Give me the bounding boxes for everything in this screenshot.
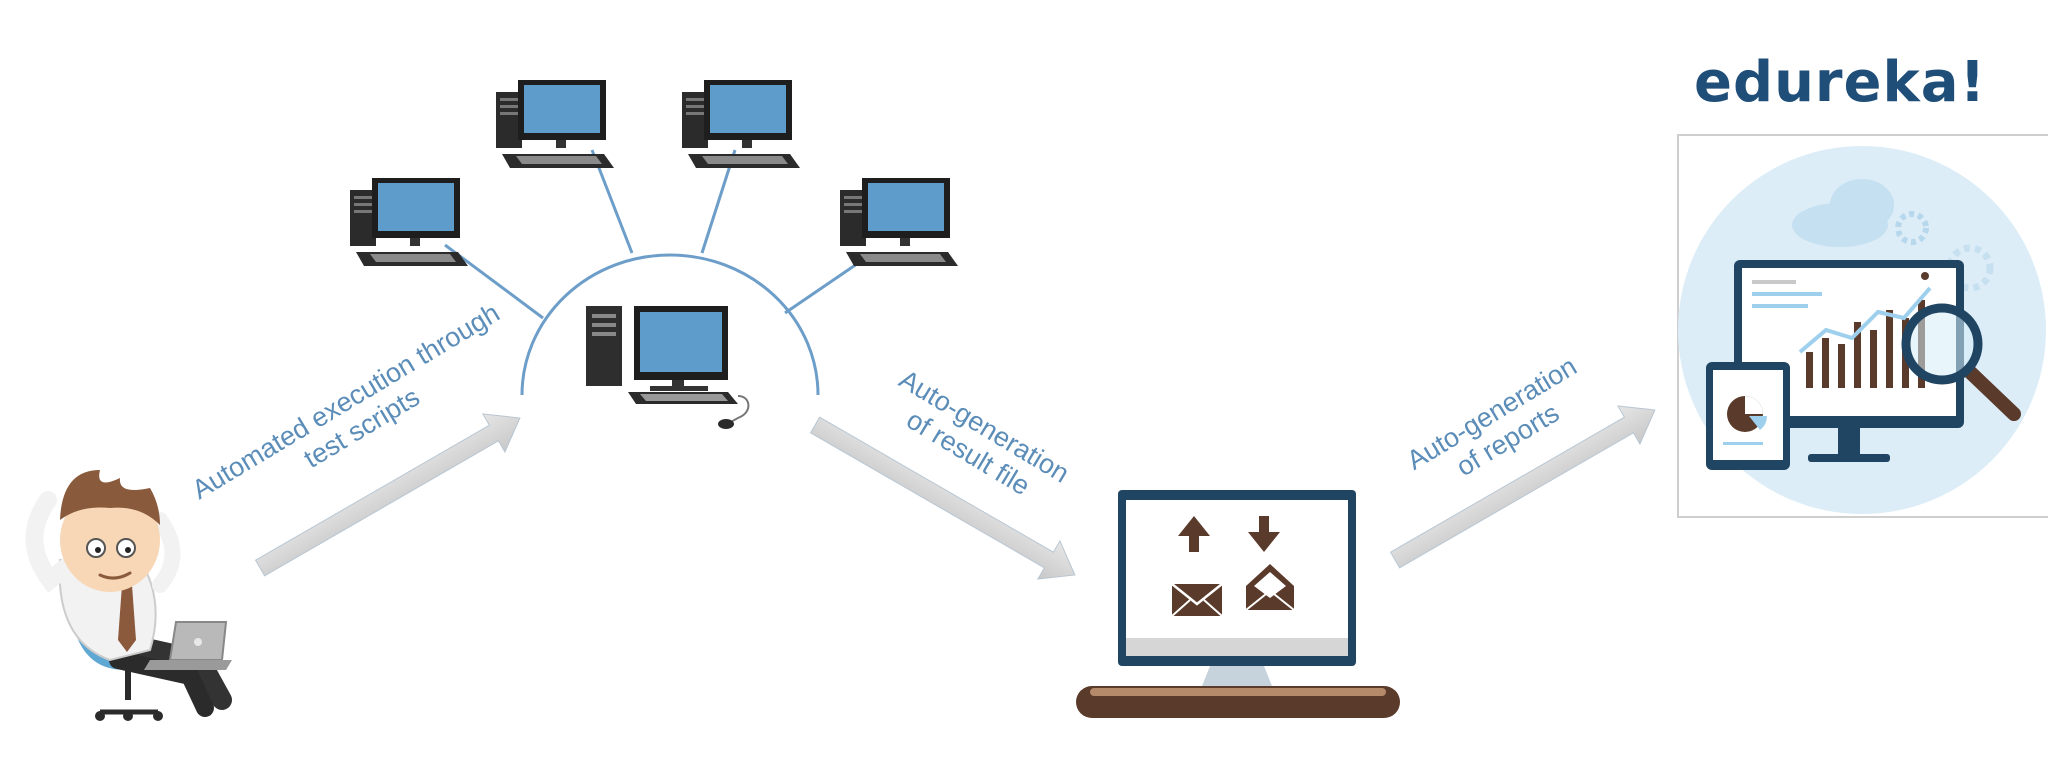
client-computer-icon	[496, 80, 614, 168]
tablet-icon	[1706, 362, 1790, 470]
flow-arrow	[254, 413, 521, 577]
analytics-report-icon	[1677, 134, 2048, 518]
upload-arrow-icon	[1178, 516, 1210, 552]
edureka-logo: edureka!	[1694, 50, 1987, 115]
cloud-icon	[1792, 179, 1894, 247]
email-monitor-icon	[1076, 490, 1400, 718]
client-computer-icon	[350, 178, 468, 266]
client-computer-icon	[682, 80, 800, 168]
download-arrow-icon	[1248, 516, 1280, 552]
network-links	[444, 149, 871, 320]
client-computer-icon	[840, 178, 958, 266]
closed-envelope-icon	[1171, 583, 1223, 617]
flow-arrow	[809, 416, 1076, 580]
magnifier-icon	[1901, 303, 2021, 421]
central-server-computer-icon	[586, 306, 750, 429]
trend-line	[1798, 286, 1932, 354]
flow-arrow	[1389, 405, 1656, 569]
relaxed-person-with-laptop-icon	[25, 470, 232, 721]
network-dome	[520, 253, 820, 396]
open-envelope-icon	[1245, 564, 1295, 611]
gear-icon	[1895, 211, 1994, 292]
